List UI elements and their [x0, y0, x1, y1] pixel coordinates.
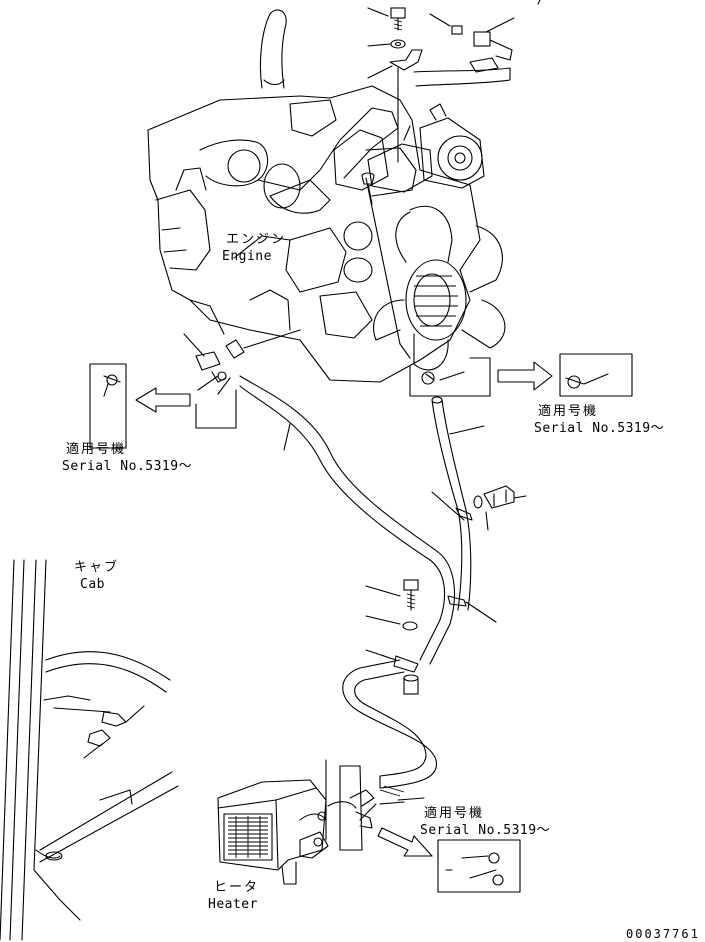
serial-note-bottom-ja: 適用号機	[424, 806, 485, 821]
serial-note-left-ja: 適用号機	[66, 442, 127, 457]
serial-note-right-ja: 適用号機	[538, 404, 599, 419]
serial-note-right-en: Serial No.5319～	[534, 421, 665, 436]
hose-clamp-fasteners	[365, 485, 527, 695]
serial-note-bottom-en: Serial No.5319～	[420, 823, 551, 838]
heater-label-en: Heater	[208, 897, 258, 912]
drawing-number: 00037761	[626, 927, 700, 941]
cab-label-en: Cab	[80, 577, 105, 592]
heater-label-ja: ヒータ	[214, 880, 260, 895]
engine-label-ja: エンジン	[226, 232, 287, 247]
serial-note-left-en: Serial No.5319～	[62, 459, 193, 474]
heater-unit	[217, 759, 521, 893]
engine-fitting-detail	[89, 329, 301, 449]
fan-fitting-detail	[409, 353, 633, 397]
engine-fan	[372, 205, 506, 371]
engine-assembly	[147, 9, 511, 383]
heater-hoses	[239, 375, 485, 805]
top-fittings	[361, 0, 541, 359]
engine-label-en: Engine	[222, 249, 272, 264]
cab-label-ja: キャブ	[74, 560, 120, 575]
cab-structure	[0, 559, 179, 941]
